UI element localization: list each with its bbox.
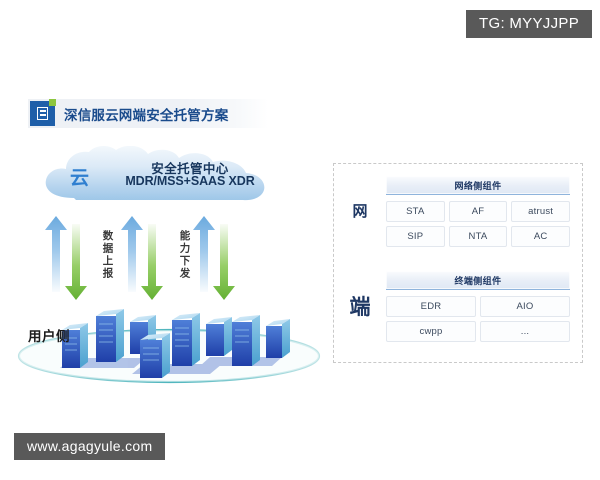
- building: [96, 309, 124, 362]
- building: [62, 323, 88, 368]
- arrow-group: 数据上报 能力下发: [40, 200, 290, 310]
- component-item[interactable]: cwpp: [386, 321, 476, 342]
- component-item[interactable]: atrust: [511, 201, 570, 222]
- title-banner: 深信服云网端安全托管方案: [28, 99, 268, 128]
- component-item[interactable]: SIP: [386, 226, 445, 247]
- user-side-graphic: [14, 296, 324, 384]
- building: [266, 319, 290, 358]
- cloud-title: 安全托管中心: [151, 162, 229, 176]
- up-arrow-icon: [45, 216, 215, 292]
- user-side-label: 用户侧: [28, 329, 70, 344]
- network-components-body: 网络侧组件 STA AF atrust SIP NTA AC: [386, 176, 582, 247]
- accent-corner: [49, 99, 56, 106]
- component-item[interactable]: NTA: [448, 226, 508, 247]
- cloud-graphic: 云 安全托管中心 MDR/MSS+SAAS XDR: [40, 146, 270, 208]
- building: [172, 313, 200, 366]
- cloud-badge-label: 云: [70, 168, 91, 189]
- cloud-shape-icon: [45, 146, 265, 201]
- site-watermark: www.agagyule.com: [14, 433, 166, 460]
- down-arrow-icon: [65, 224, 235, 300]
- document-list-icon: [30, 99, 56, 126]
- solution-diagram: 云 安全托管中心 MDR/MSS+SAAS XDR: [14, 146, 324, 384]
- building: [232, 315, 260, 366]
- arrows-svg: [45, 216, 235, 300]
- endpoint-components-body: 终端侧组件 EDR AIO cwpp ...: [386, 271, 582, 342]
- component-item[interactable]: AC: [511, 226, 570, 247]
- endpoint-components-header: 终端侧组件: [386, 271, 570, 290]
- component-item[interactable]: AIO: [480, 296, 570, 317]
- network-components-section: 网 网络侧组件 STA AF atrust SIP NTA AC: [334, 176, 582, 247]
- endpoint-components-grid: EDR AIO cwpp ...: [386, 296, 570, 342]
- section-label-network: 网: [352, 202, 368, 220]
- cloud-subtitle: MDR/MSS+SAAS XDR: [125, 174, 255, 188]
- component-item[interactable]: EDR: [386, 296, 476, 317]
- arrow-label-upload: 数据上报: [101, 230, 114, 280]
- building: [206, 317, 232, 356]
- section-label-endpoint: 端: [349, 295, 371, 319]
- network-components-grid: STA AF atrust SIP NTA AC: [386, 201, 570, 247]
- network-components-header: 网络侧组件: [386, 176, 570, 195]
- building: [140, 333, 170, 378]
- component-item[interactable]: STA: [386, 201, 445, 222]
- components-panel: 网 网络侧组件 STA AF atrust SIP NTA AC 端 终端侧组件…: [333, 163, 583, 363]
- buildings-svg: [17, 309, 321, 384]
- component-item[interactable]: AF: [448, 201, 508, 222]
- component-item[interactable]: ...: [480, 321, 570, 342]
- page-title: 深信服云网端安全托管方案: [64, 107, 229, 123]
- arrow-label-download: 能力下发: [178, 230, 191, 280]
- endpoint-components-section: 端 终端侧组件 EDR AIO cwpp ...: [334, 271, 582, 342]
- telegram-watermark: TG: MYYJJPP: [466, 10, 592, 38]
